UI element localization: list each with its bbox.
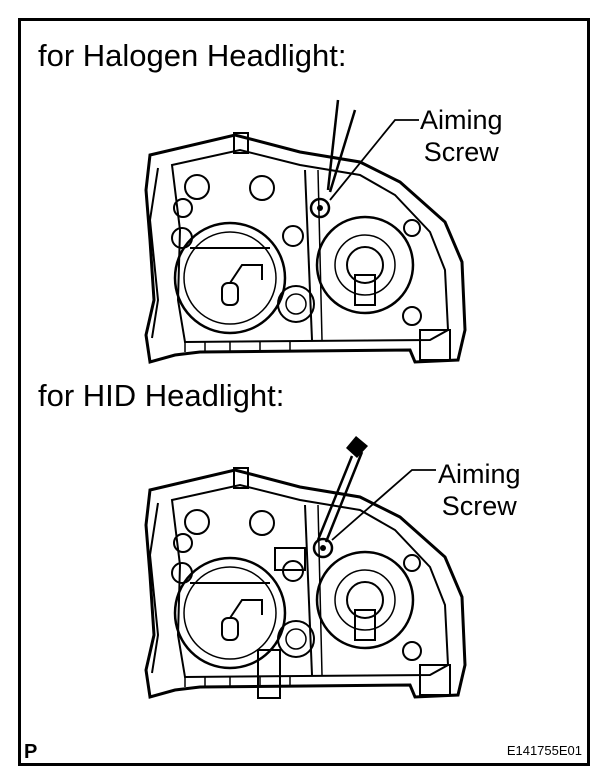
page-marker: P	[24, 741, 38, 763]
halogen-heading: for Halogen Headlight:	[38, 38, 347, 73]
halogen-aiming-screw	[309, 197, 331, 219]
halogen-leader-line	[329, 119, 419, 201]
illustration-frame	[18, 18, 590, 766]
hid-headlamp-drawing	[144, 466, 467, 699]
hid-screwdriver-handle	[346, 436, 368, 458]
halogen-headlamp-drawing	[144, 131, 467, 364]
hid-screwdriver	[316, 455, 354, 541]
hid-callout: Aiming Screw	[438, 458, 521, 522]
hid-aiming-screw	[312, 537, 334, 559]
hid-callout-line2: Screw	[441, 491, 517, 521]
hid-leader-line	[331, 469, 436, 541]
hid-callout-line1: Aiming	[438, 459, 521, 489]
figure-code: E141755E01	[506, 743, 582, 758]
halogen-callout-line1: Aiming	[420, 105, 503, 135]
hid-heading: for HID Headlight:	[38, 378, 285, 413]
halogen-callout-line2: Screw	[423, 137, 499, 167]
halogen-callout: Aiming Screw	[420, 104, 503, 168]
halogen-screwdriver	[326, 99, 340, 191]
